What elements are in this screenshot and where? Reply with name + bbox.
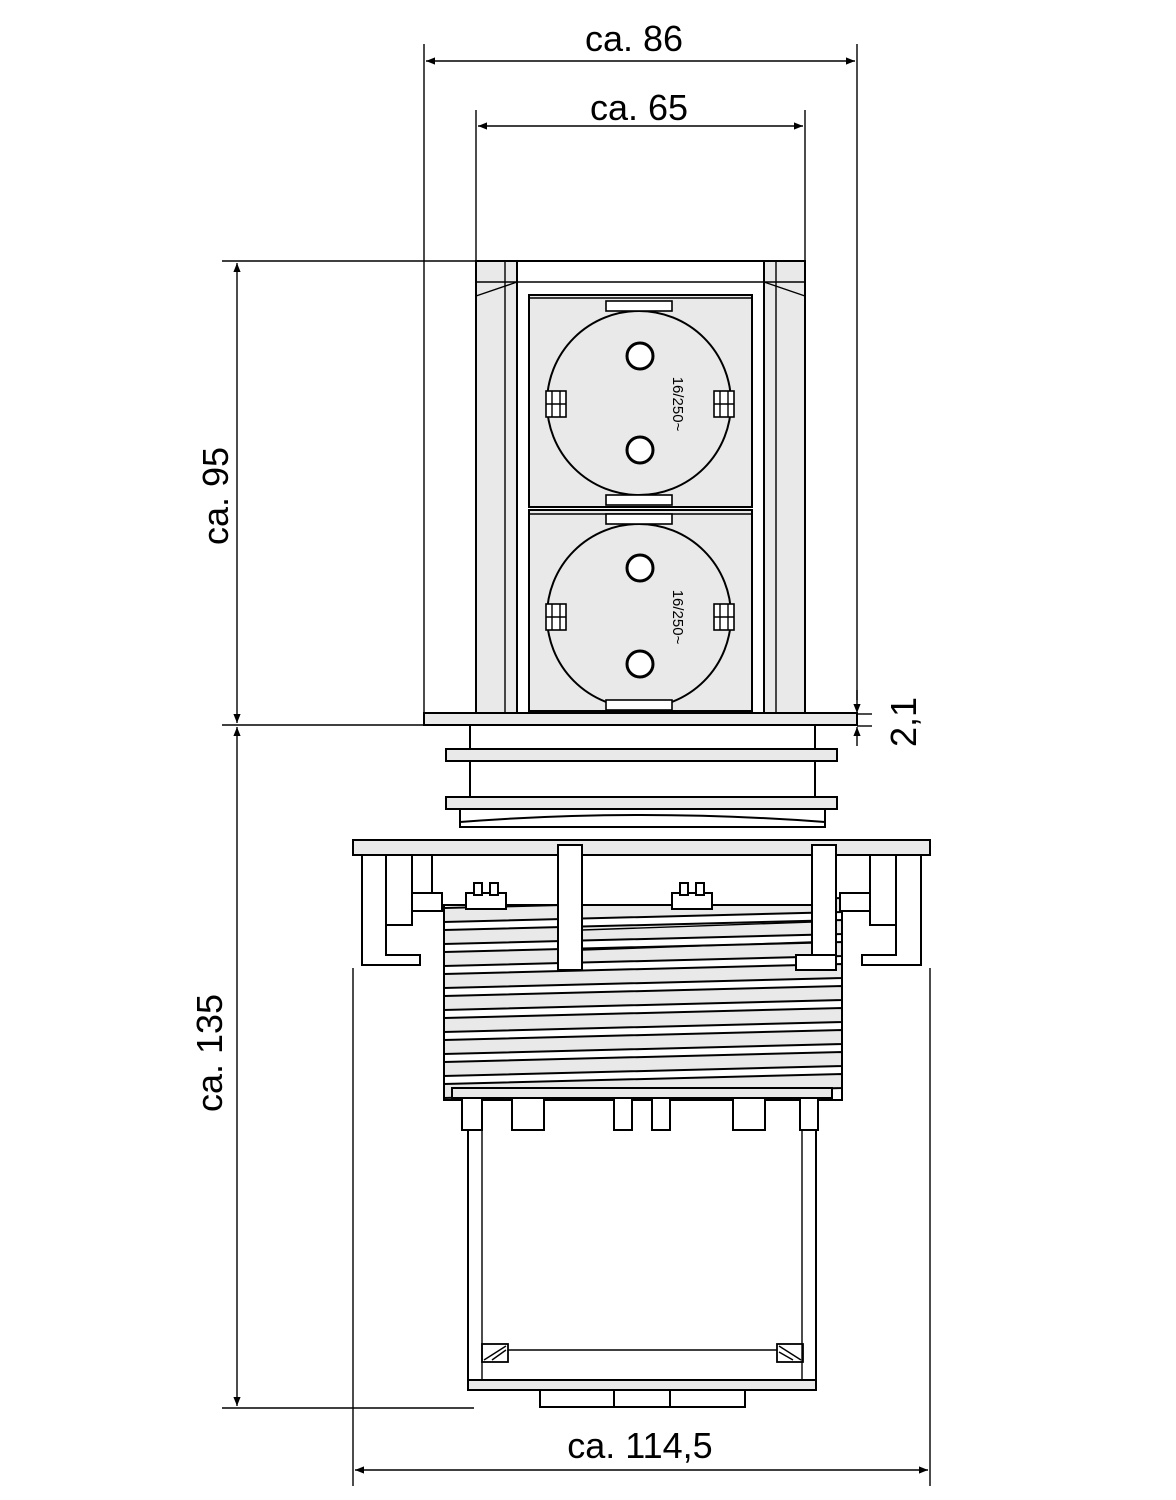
dim-body-height-label: ca. 135 bbox=[189, 994, 230, 1112]
socket-rating-top: 16/250~ bbox=[669, 377, 686, 432]
flange-neck bbox=[423, 712, 858, 828]
earth-clip-right-icon bbox=[713, 603, 735, 631]
clamp-posts bbox=[557, 844, 837, 971]
socket-outlet-top: 16/250~ bbox=[545, 300, 735, 506]
dim-inner-width: ca. 65 bbox=[475, 87, 806, 262]
dim-outer-width-label: ca. 86 bbox=[585, 18, 683, 59]
dim-base-width-label: ca. 114,5 bbox=[567, 1425, 712, 1466]
dim-flange-thickness-label: 2,1 bbox=[883, 697, 924, 747]
socket-rating-bottom: 16/250~ bbox=[669, 590, 686, 645]
base-clips bbox=[451, 1087, 833, 1131]
pin-hole-upper bbox=[625, 553, 655, 583]
dim-outer-width: ca. 86 bbox=[423, 18, 858, 712]
thread-ridges bbox=[443, 896, 843, 1100]
dim-inner-width-label: ca. 65 bbox=[590, 87, 688, 128]
socket-outlet-bottom: 16/250~ bbox=[545, 513, 735, 711]
dim-base-width: ca. 114,5 bbox=[352, 968, 931, 1486]
dim-body-height: ca. 135 bbox=[189, 727, 474, 1409]
earth-clip-left-icon bbox=[545, 603, 567, 631]
clamp-left bbox=[361, 854, 443, 966]
pin-hole-upper bbox=[625, 341, 655, 371]
earth-clip-right-icon bbox=[713, 390, 735, 418]
latch-right-icon bbox=[776, 1343, 804, 1363]
dim-socket-height: ca. 95 bbox=[195, 260, 856, 726]
pin-hole-lower bbox=[625, 649, 655, 679]
mounting-base bbox=[352, 839, 931, 1408]
socket-housing bbox=[475, 260, 806, 714]
latch-left-icon bbox=[481, 1343, 509, 1363]
earth-clip-left-icon bbox=[545, 390, 567, 418]
dim-socket-height-label: ca. 95 bbox=[195, 447, 236, 545]
clamp-right bbox=[839, 854, 922, 966]
snap-tabs bbox=[465, 882, 713, 910]
dim-flange-thickness: 2,1 bbox=[853, 690, 924, 747]
pin-hole-lower bbox=[625, 435, 655, 465]
